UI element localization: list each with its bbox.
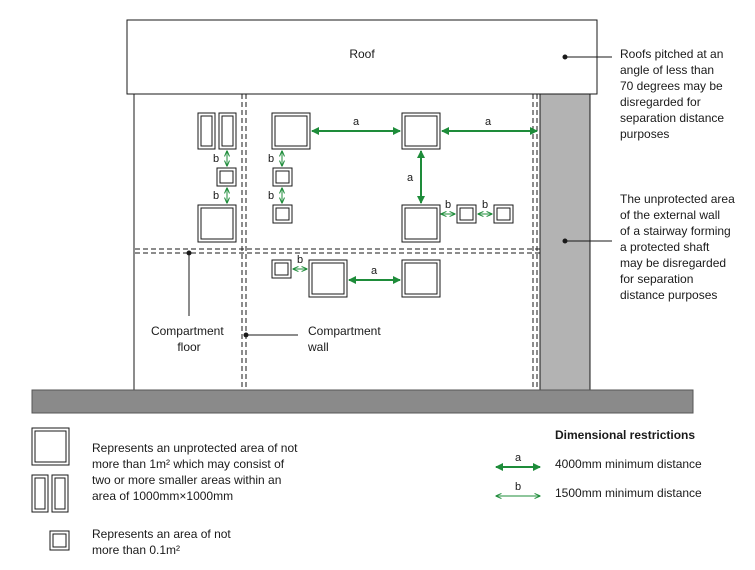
legend-b-text: 1500mm minimum distance xyxy=(555,486,702,500)
compartment-floor xyxy=(135,248,540,254)
small-opening xyxy=(272,167,293,187)
legend-label-b: b xyxy=(515,481,521,493)
dim-label-b: b xyxy=(268,190,274,202)
compartment-wall-label: Compartment wall xyxy=(307,324,384,354)
dim-label-b: b xyxy=(297,254,303,266)
small-opening xyxy=(456,204,477,224)
ground xyxy=(31,389,694,414)
distance-b-arrows xyxy=(227,151,492,269)
dim-label-b: b xyxy=(213,153,219,165)
dim-label-a: a xyxy=(485,116,492,128)
legend-small-text: Represents an area of not more than 0.1m… xyxy=(92,527,234,557)
large-opening xyxy=(197,204,237,243)
dim-label-a: a xyxy=(407,172,414,184)
dim-label-a: a xyxy=(371,265,378,277)
roof-label: Roof xyxy=(349,47,375,61)
legend-large-text: Represents an unprotected area of not mo… xyxy=(92,441,301,503)
legend-narrow-pair-icon xyxy=(31,474,69,513)
stair-note: The unprotected area of the external wal… xyxy=(620,192,738,302)
legend-large-opening-icon xyxy=(31,427,70,466)
leader-lines xyxy=(186,54,612,338)
dimensional-restrictions-title: Dimensional restrictions xyxy=(555,428,695,442)
large-opening xyxy=(271,112,311,150)
narrow-opening-pair xyxy=(197,112,237,150)
legend-label-a: a xyxy=(515,452,522,464)
legend-a-text: 4000mm minimum distance xyxy=(555,457,702,471)
legend: Represents an unprotected area of not mo… xyxy=(31,427,702,557)
compartment-wall xyxy=(241,94,247,389)
dim-label-b: b xyxy=(268,153,274,165)
dim-label-b: b xyxy=(482,199,488,211)
large-opening xyxy=(401,112,441,150)
large-opening xyxy=(401,259,441,298)
small-opening xyxy=(216,167,237,187)
dimension-letters: a a a a b b b b b b b xyxy=(213,116,492,277)
distance-a-arrows xyxy=(311,127,538,284)
dim-label-a: a xyxy=(353,116,360,128)
dim-label-b: b xyxy=(213,190,219,202)
unprotected-areas xyxy=(197,112,514,298)
small-opening xyxy=(272,204,293,224)
roof xyxy=(126,19,598,95)
large-opening xyxy=(308,259,348,298)
compartment-floor-label: Compartment floor xyxy=(151,324,227,354)
roof-note: Roofs pitched at an angle of less than 7… xyxy=(620,47,727,141)
stair-boundary-line xyxy=(532,94,538,389)
legend-small-opening-icon xyxy=(49,530,70,551)
large-opening xyxy=(401,204,441,243)
dim-label-b: b xyxy=(445,199,451,211)
small-opening xyxy=(493,204,514,224)
small-opening xyxy=(271,259,292,279)
